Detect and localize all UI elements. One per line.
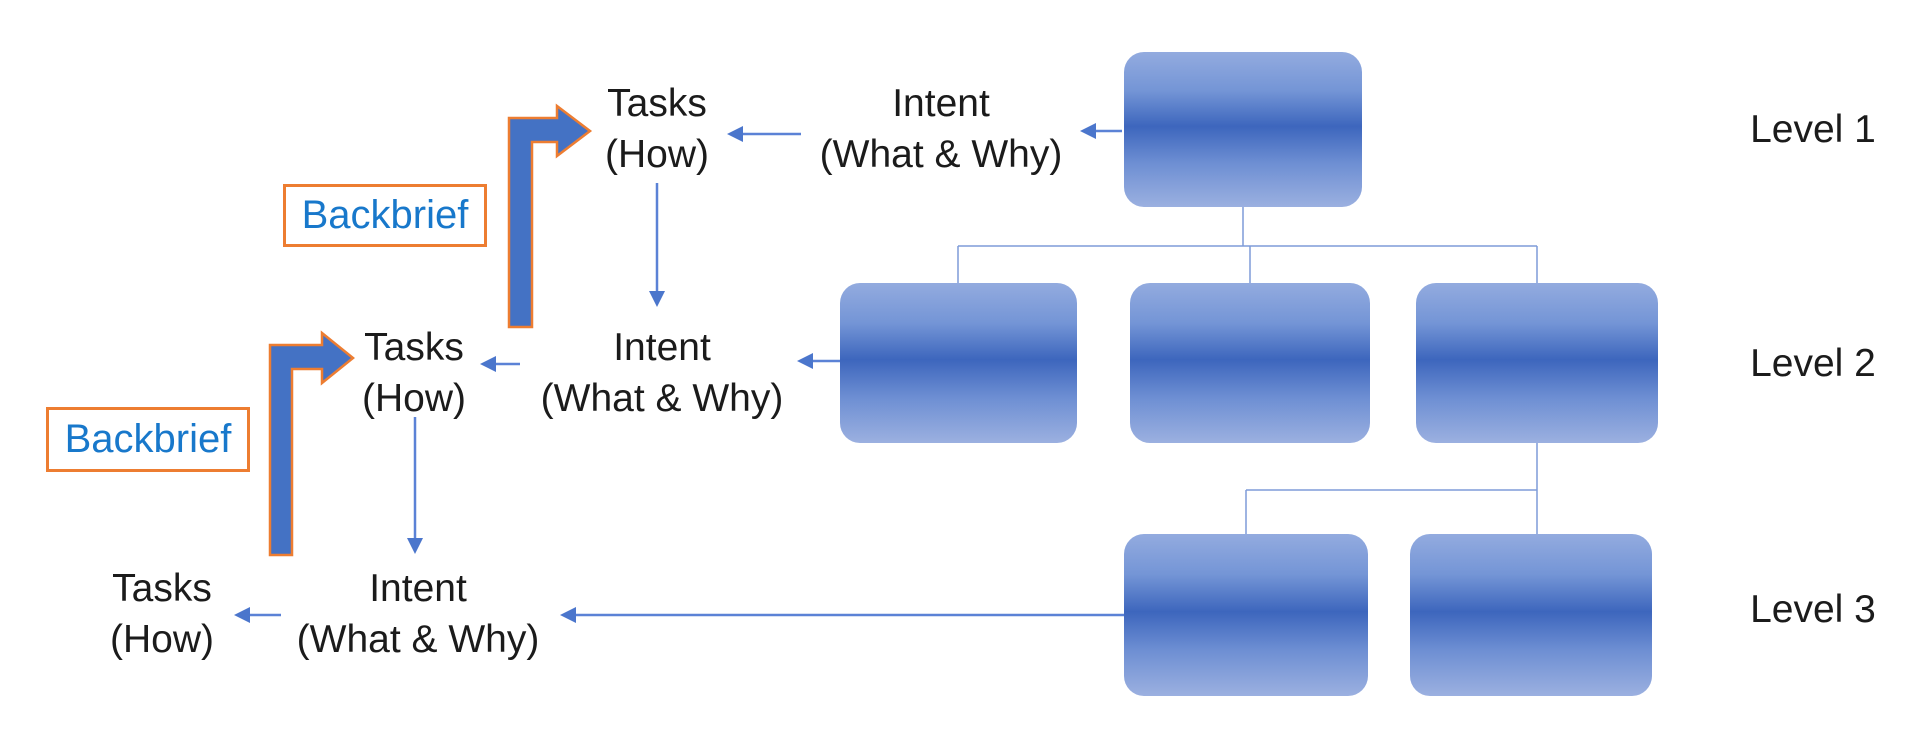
- tasks-line1: Tasks: [112, 567, 212, 610]
- backbrief-elbow-arrow-level3-to-level2: [268, 330, 355, 557]
- backbrief-box-lower: Backbrief: [46, 407, 250, 472]
- tasks-to-intent-vertical-arrow-level1-level2: [649, 183, 665, 307]
- tasks-arrow-level1-intent-to-tasks: [727, 126, 801, 142]
- tasks-label-level2: Tasks (How): [362, 322, 466, 424]
- org-connector-level2-to-level3: [1245, 443, 1538, 534]
- org-box-level2-2: [1130, 283, 1370, 443]
- tasks-arrow-level2-intent-to-tasks: [480, 356, 520, 372]
- intent-line2: (What & Why): [819, 133, 1063, 176]
- intent-arrow-level3-box-to-text: [560, 607, 1124, 623]
- backbrief-label: Backbrief: [64, 417, 232, 461]
- org-connector-level1-to-level2: [957, 207, 1538, 283]
- org-box-level1: [1124, 52, 1362, 207]
- level-2-label: Level 2: [1750, 342, 1876, 385]
- intent-arrow-level1-box-to-text: [1080, 123, 1122, 139]
- org-box-level3-1: [1124, 534, 1368, 696]
- tasks-line2: (How): [110, 618, 214, 661]
- tasks-label-level1: Tasks (How): [605, 78, 709, 180]
- org-box-level2-1: [840, 283, 1077, 443]
- level-3-label: Level 3: [1750, 588, 1876, 631]
- level-1-label: Level 1: [1750, 108, 1876, 151]
- intent-line1: Intent: [613, 326, 711, 369]
- tasks-arrow-level3-intent-to-tasks: [234, 607, 281, 623]
- backbrief-elbow-arrow-level2-to-level1: [507, 103, 593, 329]
- intent-label-level1: Intent (What & Why): [820, 78, 1063, 180]
- tasks-line1: Tasks: [364, 326, 464, 369]
- tasks-to-intent-vertical-arrow-level2-level3: [407, 417, 423, 554]
- intent-line1: Intent: [892, 82, 990, 125]
- tasks-line2: (How): [362, 377, 466, 420]
- org-box-level3-2: [1410, 534, 1652, 696]
- intent-line2: (What & Why): [540, 377, 784, 420]
- intent-label-level3: Intent (What & Why): [297, 563, 540, 665]
- intent-arrow-level2-box-to-text: [797, 353, 840, 369]
- tasks-label-level3: Tasks (How): [110, 563, 214, 665]
- org-box-level2-3: [1416, 283, 1658, 443]
- backbrief-box-upper: Backbrief: [283, 184, 487, 247]
- intent-label-level2: Intent (What & Why): [541, 322, 784, 424]
- backbrief-label: Backbrief: [301, 193, 469, 237]
- intent-line2: (What & Why): [296, 618, 540, 661]
- tasks-line2: (How): [605, 133, 709, 176]
- tasks-line1: Tasks: [607, 82, 707, 125]
- intent-line1: Intent: [369, 567, 467, 610]
